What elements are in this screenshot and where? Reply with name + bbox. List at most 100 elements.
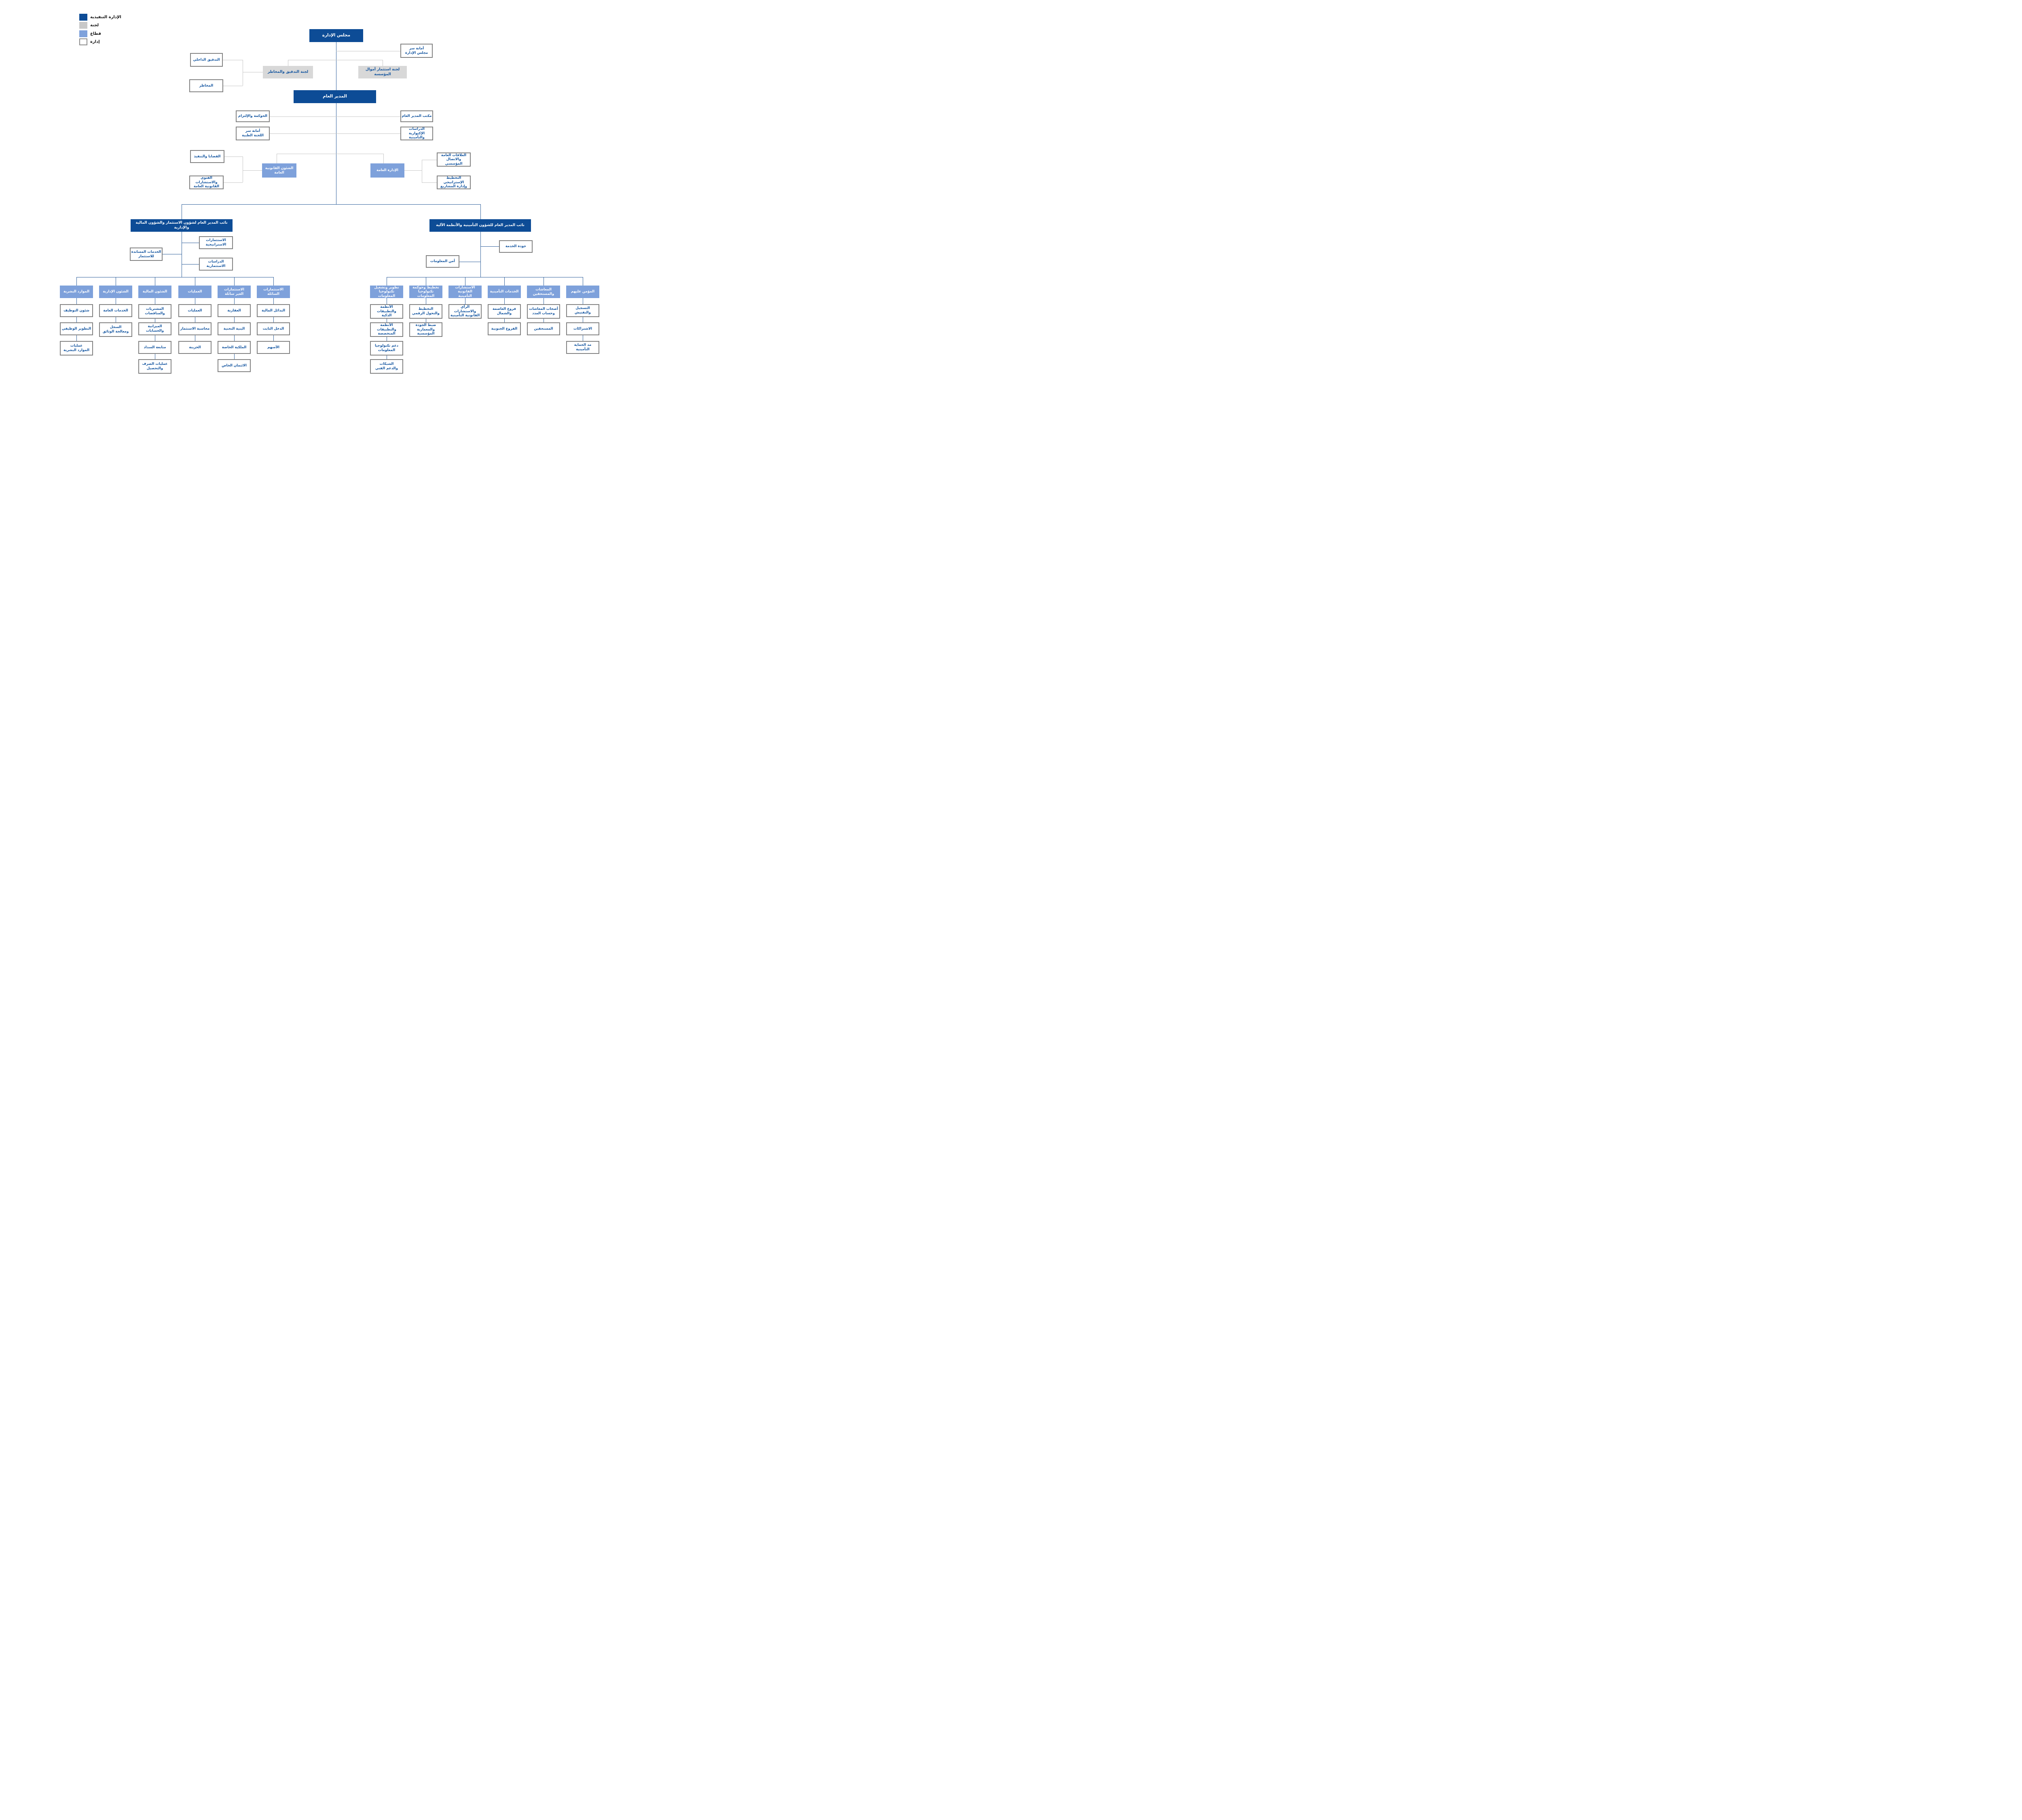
connector-line — [383, 154, 384, 163]
node-header-human-resources: الموارد البشرية — [60, 286, 93, 298]
node-label: الخدمات التأمينية — [490, 290, 519, 294]
node-planning-digital-transformation: التخطيط والتحول الرقمي — [409, 304, 442, 319]
node-label: الاستثمارات السائلة — [263, 287, 283, 296]
node-fatwa-legal-consultations: الفتوى والاستشارات القانونية العامة — [189, 176, 224, 189]
node-private-equity: الملكية الخاصة — [218, 341, 251, 354]
node-deputy-gm-investment: نائب المدير العام لشؤون الاستثمار والشؤو… — [131, 219, 233, 232]
connector-line — [504, 277, 505, 286]
connector-line — [76, 317, 77, 322]
node-label: العقارية — [227, 308, 241, 313]
legend-label: قطاع — [90, 31, 101, 36]
legend-swatch-executive — [79, 13, 87, 21]
node-internal-audit: التدقيق الداخلي — [190, 53, 223, 67]
node-label: القضايا والتنفيذ — [194, 154, 221, 159]
node-label: الأسهم — [267, 345, 279, 349]
node-header-administrative-affairs: الشئون الإدارية — [99, 286, 132, 298]
node-label: الفتوى والاستشارات القانونية العامة — [193, 176, 220, 189]
node-header-it-planning-governance: تخطيط وحوكمة تكنولوجيا المعلومات — [409, 286, 442, 298]
node-fixed-income: الدخل الثابت — [257, 322, 290, 335]
node-investment-studies: الدراسات الاستثمارية — [199, 258, 233, 271]
legend-swatch-committee — [79, 22, 87, 29]
connector-line — [76, 277, 77, 286]
node-pensioners-period-calculation: أصحاب المعاشات وحساب المدد — [527, 304, 560, 319]
legend-item-executive: الإدارة التنفيذية — [79, 13, 121, 21]
node-label: العلاقات العامة والاتصال المؤسسي — [441, 153, 467, 166]
node-disbursement-collection: عمليات الصرف والتحصيل — [138, 359, 171, 374]
connector-line — [76, 335, 77, 341]
node-risks: المخاطر — [189, 79, 223, 92]
node-label: المخاطر — [199, 83, 214, 88]
legend-item-sector: قطاع — [79, 30, 121, 37]
connector-line — [404, 170, 422, 171]
node-investment-committee: لجنة استثمار أموال المؤسسة — [358, 66, 407, 78]
node-label: الخدمات المساندة للاستثمار — [131, 250, 161, 258]
node-general-administration-sector: الإدارة العامة — [370, 163, 404, 178]
node-operations-dept: العمليات — [178, 304, 212, 317]
node-hr-operations: عمليات الموارد البشرية — [60, 341, 93, 356]
node-label: الاشتراكات — [573, 326, 592, 331]
node-capital-north-branches: فروع العاصمة والشمال — [488, 304, 521, 319]
node-label: ضبط الجودة والمعمارية المؤسسية — [415, 323, 436, 336]
node-label: الملكية الخاصة — [222, 345, 247, 349]
connector-line — [480, 246, 499, 247]
node-label: لجنة التدقيق والمخاطر — [267, 70, 309, 74]
node-legal-opinion-consultations: الرأي والاستشارات القانونية التأمينية — [448, 304, 482, 319]
node-label: الحوكمة والإلتزام — [238, 114, 267, 119]
node-header-insurance-services: الخدمات التأمينية — [488, 286, 521, 298]
connector-line — [504, 319, 505, 322]
node-label: فروع العاصمة والشمال — [492, 307, 516, 315]
node-service-quality: جودة الخدمة — [499, 240, 533, 253]
node-strategic-planning-projects: التخطيط الإستراتيجي وإدارة المشاريع — [437, 176, 471, 189]
node-governance-compliance: الحوكمة والإلتزام — [236, 110, 270, 122]
node-label: أمانة سر مجلس الإدارة — [405, 46, 428, 55]
org-chart-canvas: الإدارة التنفيذية لجنة قطاع إدارة مجلس الإد… — [0, 0, 625, 375]
node-header-pensions-beneficiaries: المعاشات والمستحقين — [527, 286, 560, 298]
legend-swatch-department — [79, 38, 87, 45]
node-label: مجلس الإدارة — [322, 33, 351, 38]
node-infrastructure: البنية التحتية — [218, 322, 251, 335]
node-label: تطوير وتشغيل تكنولوجيا المعلومات — [374, 285, 399, 298]
legend-item-department: إدارة — [79, 38, 121, 46]
node-general-manager: المدير العام — [294, 90, 376, 103]
node-registry-document-processing: السجل ومعالجة الوثائق — [99, 322, 132, 337]
connector-line — [336, 133, 400, 134]
node-label: التدقيق الداخلي — [193, 57, 220, 62]
node-label: الشئون القانونية العامة — [265, 166, 294, 175]
node-label: الأنظمة والتطبيقات المتخصصة — [377, 323, 396, 336]
node-label: الفروع الجنوبية — [491, 326, 518, 331]
node-label: نائب المدير العام لشؤون الاستثمار والشؤو… — [135, 221, 228, 230]
connector-line — [224, 182, 243, 183]
connector-line — [504, 298, 505, 304]
node-cases-execution: القضايا والتنفيذ — [190, 150, 224, 163]
legend-label: الإدارة التنفيذية — [90, 15, 121, 19]
node-label: أصحاب المعاشات وحساب المدد — [529, 307, 558, 315]
node-procurement-tenders: المشتريات والمناقصات — [138, 304, 171, 319]
connector-line — [273, 277, 274, 286]
connector-line — [336, 116, 400, 117]
node-budget-accounts: الميزانية والحسابات — [138, 322, 171, 335]
node-label: الشئون المالية — [142, 290, 167, 294]
node-label: التسجيل والتفتيش — [575, 306, 591, 315]
node-gm-office: مكتب المدير العام — [400, 110, 433, 122]
node-quality-enterprise-architecture: ضبط الجودة والمعمارية المؤسسية — [409, 322, 442, 337]
node-label: التخطيط الإستراتيجي وإدارة المشاريع — [440, 176, 467, 189]
connector-line — [480, 204, 481, 219]
node-label: الميزانية والحسابات — [146, 324, 164, 333]
node-label: لجنة استثمار أموال المؤسسة — [365, 68, 400, 76]
node-label: العمليات — [188, 290, 202, 294]
node-employment-affairs: شئون التوظيف — [60, 304, 93, 317]
node-header-it-development-operation: تطوير وتشغيل تكنولوجيا المعلومات — [370, 286, 403, 298]
node-label: عمليات الصرف والتحصيل — [142, 362, 168, 370]
node-label: تخطيط وحوكمة تكنولوجيا المعلومات — [412, 285, 439, 298]
node-header-financial-affairs: الشئون المالية — [138, 286, 171, 298]
node-strategic-investments: الاستثمارات الاستراتيجية — [199, 236, 233, 249]
node-real-estate: العقارية — [218, 304, 251, 317]
node-medical-committee-secretariat: أمانة سر اللجنة الطبية — [236, 127, 270, 140]
node-label: الدراسات الاستثمارية — [206, 260, 226, 268]
legend-label: لجنة — [90, 23, 99, 28]
node-career-development: التطوير الوظيفي — [60, 322, 93, 335]
node-label: مكتب المدير العام — [402, 114, 432, 119]
node-investment-support-services: الخدمات المساندة للاستثمار — [130, 248, 163, 261]
connector-line — [234, 335, 235, 341]
node-investment-accounting: محاسبة الاستثمار — [178, 322, 212, 335]
